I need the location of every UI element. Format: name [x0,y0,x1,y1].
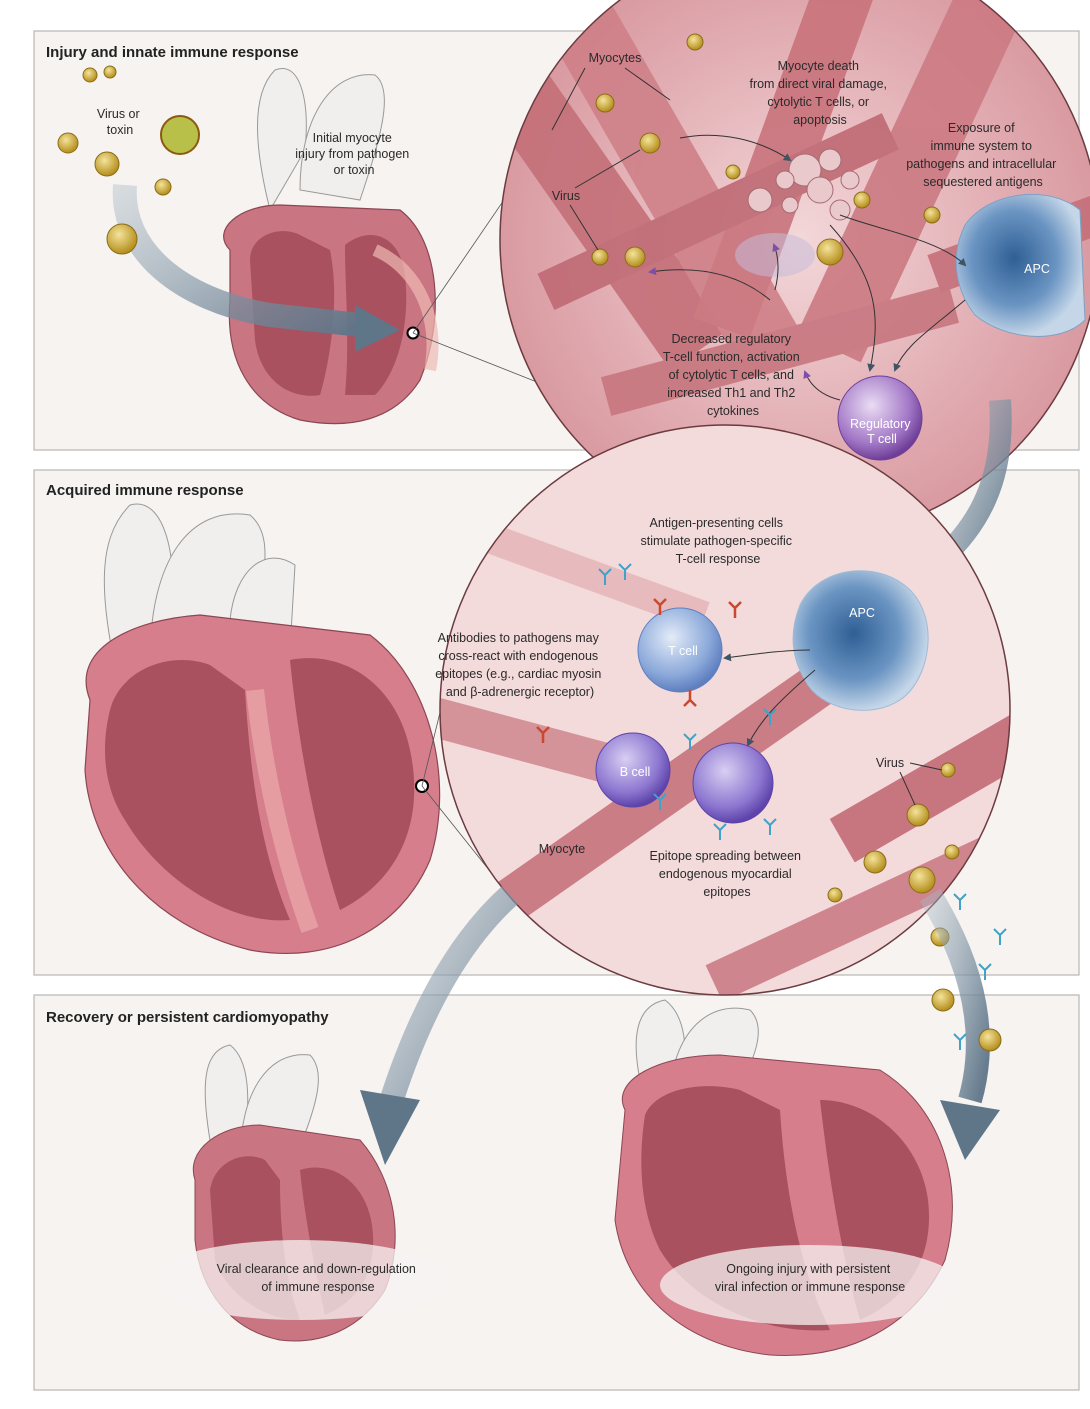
label-virus-top: Virus [552,189,580,203]
label-apc-mid: APC [849,606,875,620]
label-myocyte-mid: Myocyte [539,842,586,856]
label-virus-mid: Virus [876,756,904,770]
panel-acquired-title: Acquired immune response [46,482,244,499]
apc-cell-top [956,194,1085,336]
label-myocytes: Myocytes [589,51,642,65]
plasma-bcell [693,743,773,823]
panel-injury-title: Injury and innate immune response [46,44,299,61]
panel-recovery-title: Recovery or persistent cardiomyopathy [46,1009,329,1026]
apc-cell-middle [793,571,928,711]
label-apc-top: APC [1024,262,1050,276]
label-tcell: T cell [668,644,698,658]
label-bcell: B cell [620,765,651,779]
